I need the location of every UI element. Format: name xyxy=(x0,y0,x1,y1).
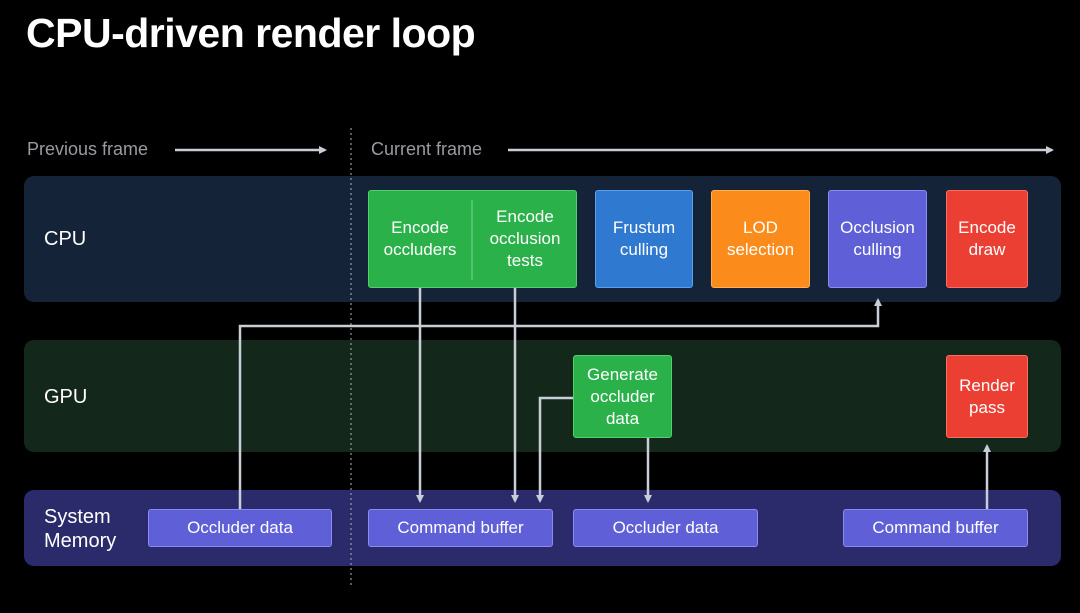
arrow-generate-to-command-buffer xyxy=(536,396,573,503)
gpu-lane-label: GPU xyxy=(44,386,88,408)
system-memory-lane-label: System Memory xyxy=(44,506,117,552)
cpu-lane-label: CPU xyxy=(44,228,87,250)
command-buffer-box-2: Command buffer xyxy=(843,509,1028,547)
occluder-data-current-box: Occluder data xyxy=(573,509,758,547)
arrow-occluder-data-to-occlusion-culling xyxy=(238,298,882,509)
page-title: CPU-driven render loop xyxy=(26,10,476,56)
current-frame-label: Current frame xyxy=(371,139,483,159)
command-buffer-box-1: Command buffer xyxy=(368,509,553,547)
previous-frame-label: Previous frame xyxy=(27,139,149,159)
occluder-data-previous-box: Occluder data xyxy=(148,509,332,547)
gpu-lane xyxy=(24,340,1061,452)
